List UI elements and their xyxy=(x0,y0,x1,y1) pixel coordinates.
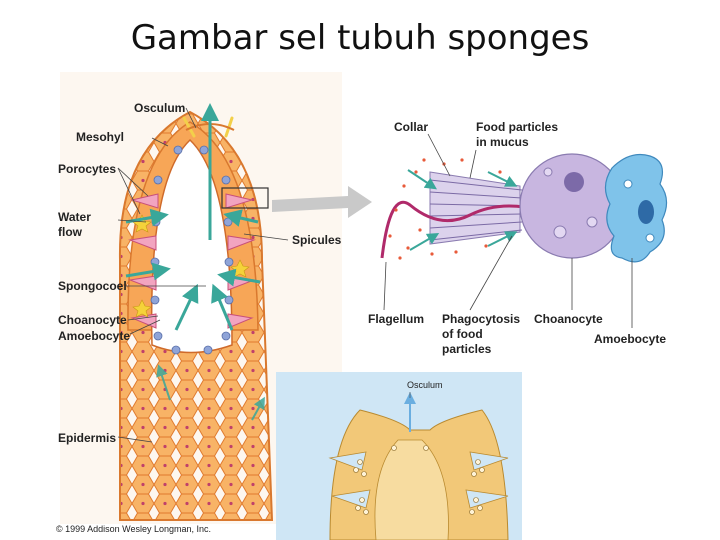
choanocyte-detail xyxy=(380,133,668,328)
label-collar: Collar xyxy=(394,120,429,134)
copyright-text: © 1999 Addison Wesley Longman, Inc. xyxy=(56,524,212,534)
label-food-particles: Food particles in mucus xyxy=(476,120,559,149)
label-osculum: Osculum xyxy=(134,101,186,115)
zoom-arrow xyxy=(272,186,372,218)
label-choanocyte-right: Choanocyte xyxy=(534,312,603,326)
label-flagellum: Flagellum xyxy=(368,312,425,326)
label-amoebocyte-right: Amoebocyte xyxy=(594,332,667,346)
label-osculum-bottom: Osculum xyxy=(407,380,443,390)
label-epidermis: Epidermis xyxy=(58,431,117,445)
label-phagocytosis: Phagocytosis of food particles xyxy=(442,312,521,356)
slide-title: Gambar sel tubuh sponges xyxy=(130,18,590,58)
label-water-flow: Water flow xyxy=(58,210,91,239)
label-spicules: Spicules xyxy=(292,233,342,247)
cross-section xyxy=(276,372,522,540)
zoom-box xyxy=(221,187,269,209)
sponge-body xyxy=(118,103,274,521)
label-choanocyte-left: Choanocyte xyxy=(58,313,127,327)
left-leaders xyxy=(117,107,289,443)
label-porocytes: Porocytes xyxy=(58,162,117,176)
label-amoebocyte-left: Amoebocyte xyxy=(58,329,131,343)
label-spongocoel: Spongocoel xyxy=(58,279,127,293)
label-mesohyl: Mesohyl xyxy=(76,130,125,144)
